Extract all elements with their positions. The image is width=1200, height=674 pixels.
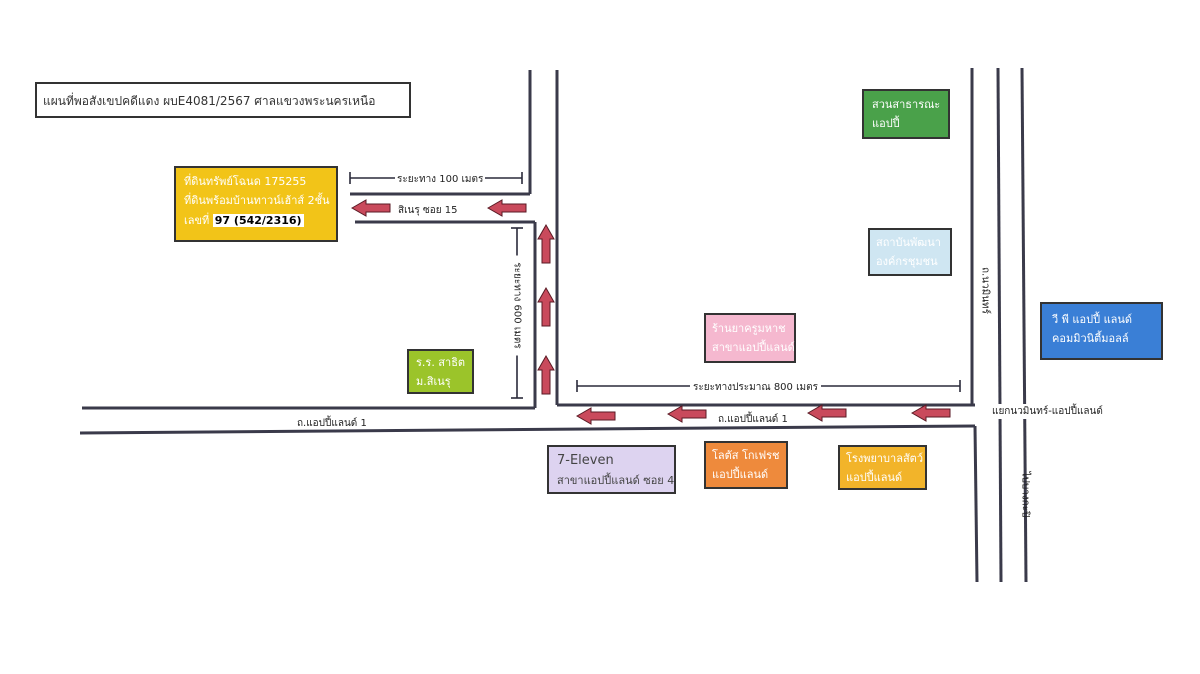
main-road-label-right: ถ.แอปปี้แลนด์ 1 xyxy=(718,414,788,425)
landmark-school: ร.ร. สาธิต ม.สิเนรุ xyxy=(407,349,474,394)
arrow-up xyxy=(537,224,555,264)
landmark-hospital: โรงพยาบาลสัตว์ แอปปี้แลนด์ xyxy=(838,445,927,490)
landmark-pharmacy-line2: สาขาแอปปี้แลนด์ xyxy=(712,341,795,355)
soi-label: สิเนรุ ซอย 15 xyxy=(398,205,458,216)
landmark-school-line2: ม.สิเนรุ xyxy=(416,375,451,389)
navamin-road-3 xyxy=(1020,67,1028,583)
landmark-hospital-line1: โรงพยาบาลสัตว์ xyxy=(846,452,923,465)
landmark-7eleven-line1: 7-Eleven xyxy=(557,453,614,468)
main-road-label-left: ถ.แอปปี้แลนด์ 1 xyxy=(297,418,367,429)
landmark-institute-line1: สถาบันพัฒนา xyxy=(876,236,941,249)
landmark-lotus: โลตัส โกเฟรช แอปปี้แลนด์ xyxy=(704,441,788,489)
property-number-prefix: เลขที่ xyxy=(184,213,210,227)
intersection-label: แยกนวมินทร์-แอปปี้แลนด์ xyxy=(992,404,1103,419)
property-number: 97 (542/2316) xyxy=(212,213,304,227)
property-line-2: ที่ดินพร้อมบ้านทาวน์เฮ้าส์ 2ชั้น xyxy=(184,194,330,208)
distance-600-label: ระยะทาง 600 เมตร xyxy=(509,255,525,356)
landmark-hospital-line2: แอปปี้แลนด์ xyxy=(846,471,903,485)
landmark-institute: สถาบันพัฒนา องค์กรชุมชน xyxy=(868,228,952,276)
property-line-1: ที่ดินทรัพย์โฉนด 175255 xyxy=(184,175,307,188)
map-title: แผนที่พอสังเขปคดีแดง ผบE4081/2567 ศาลแขว… xyxy=(35,82,411,118)
main-road-bottom xyxy=(79,424,976,435)
landmark-park: สวนสาธารณะ แอปปี้ xyxy=(862,89,950,139)
landmark-mall: วี พี แอปปี้ แลนด์ คอมมิวนิตี้มอลล์ xyxy=(1040,302,1163,360)
landmark-park-line1: สวนสาธารณะ xyxy=(872,98,941,111)
landmark-lotus-line2: แอปปี้แลนด์ xyxy=(712,468,769,482)
arrow-left xyxy=(351,199,391,217)
distance-800-label: ระยะทางประมาณ 800 เมตร xyxy=(690,380,821,395)
landmark-7eleven: 7-Eleven สาขาแอปปี้แลนด์ ซอย 4 xyxy=(547,445,676,494)
landmark-institute-line2: องค์กรชุมชน xyxy=(876,255,938,269)
arrow-left xyxy=(667,405,707,423)
landmark-mall-line1: วี พี แอปปี้ แลนด์ xyxy=(1052,313,1133,326)
landmark-pharmacy-line1: ร้านยาครูมหาช xyxy=(712,322,786,335)
distance-100-label: ระยะทาง 100 เมตร xyxy=(395,172,486,187)
arrow-up xyxy=(537,287,555,327)
arrow-left xyxy=(576,407,616,425)
landmark-park-line2: แอปปี้ xyxy=(872,117,900,131)
arrow-up xyxy=(537,355,555,395)
landmark-pharmacy: ร้านยาครูมหาช สาขาแอปปี้แลนด์ xyxy=(704,313,796,363)
navamin-road-1b xyxy=(973,425,979,583)
property-line-3: เลขที่ 97 (542/2316) xyxy=(184,211,328,230)
navamin-road-label: ถ.นวมินทร์ xyxy=(979,266,991,315)
landmark-school-line1: ร.ร. สาธิต xyxy=(416,356,466,369)
navamin-road-2 xyxy=(996,67,1003,583)
landmark-7eleven-line2: สาขาแอปปี้แลนด์ ซอย 4 xyxy=(557,474,675,488)
landmark-lotus-line1: โลตัส โกเฟรช xyxy=(712,449,780,462)
subject-property-box: ที่ดินทรัพย์โฉนด 175255 ที่ดินพร้อมบ้านท… xyxy=(174,166,338,242)
arrow-left xyxy=(911,404,951,422)
arrow-left xyxy=(487,199,527,217)
arrow-left xyxy=(807,404,847,422)
direction-bangkapi-label: ไปบางกะปิ xyxy=(1019,471,1031,518)
landmark-mall-line2: คอมมิวนิตี้มอลล์ xyxy=(1052,332,1129,346)
